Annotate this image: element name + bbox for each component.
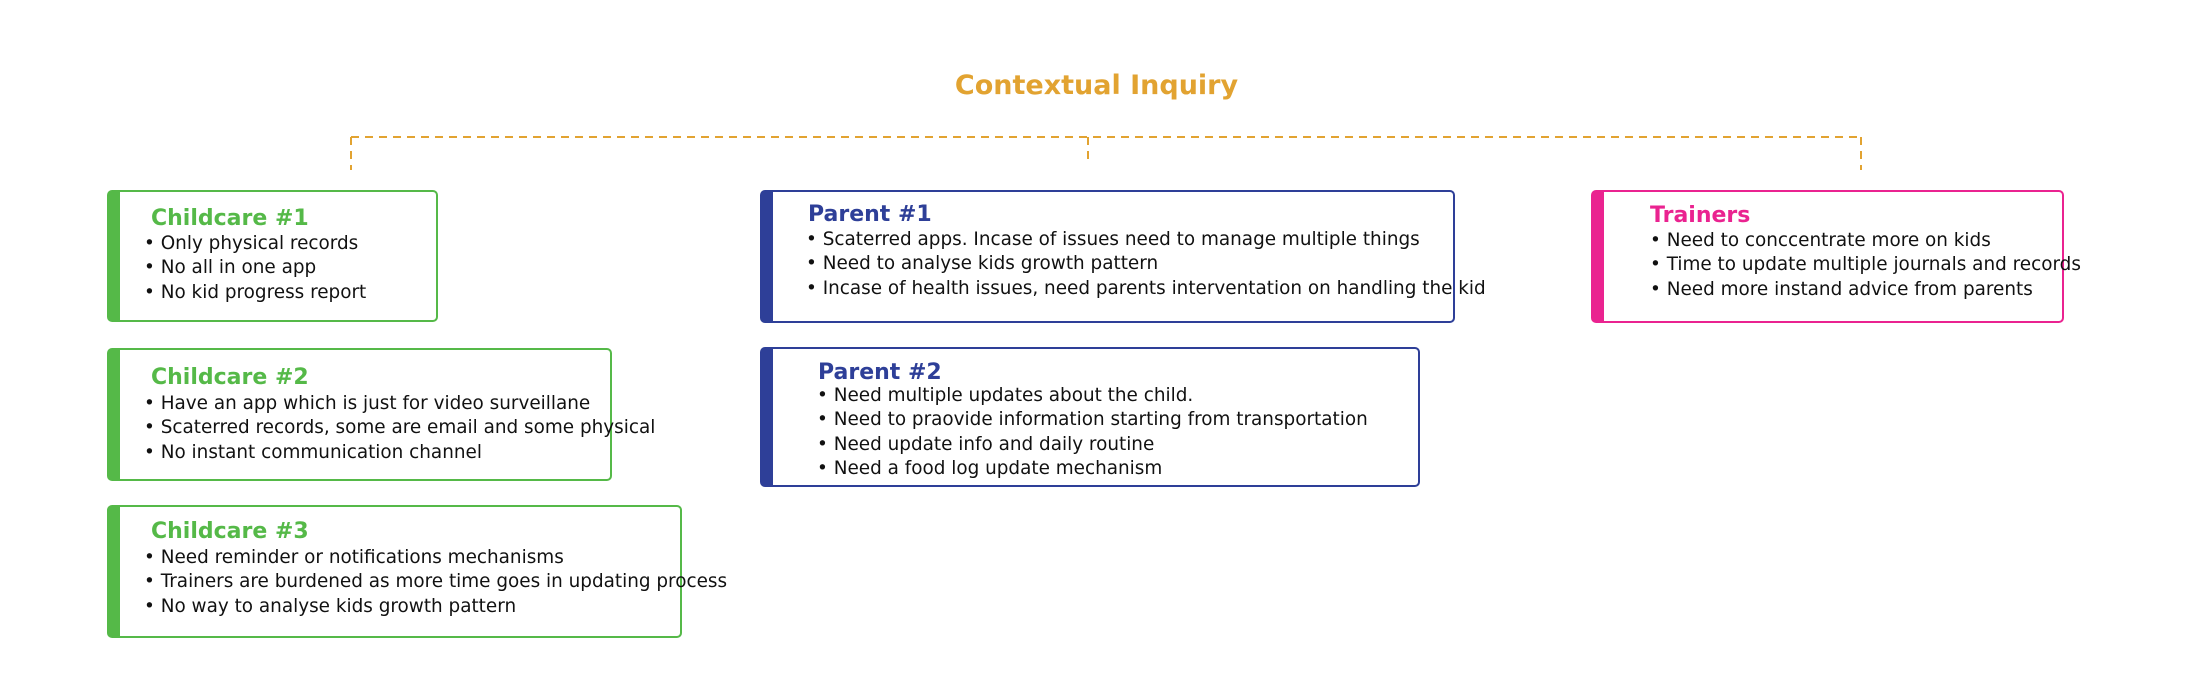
list-item: Need more instand advice from parents bbox=[1650, 278, 2081, 302]
list-item: Scaterred apps. Incase of issues need to… bbox=[806, 228, 1486, 252]
list-item: No kid progress report bbox=[144, 281, 367, 305]
card-points: Need multiple updates about the child. N… bbox=[817, 384, 1368, 482]
card-trainers: Trainers Need to conccentrate more on ki… bbox=[1591, 190, 2081, 323]
list-item: Need a food log update mechanism bbox=[817, 457, 1368, 481]
list-item: Trainers are burdened as more time goes … bbox=[144, 570, 727, 594]
card-points: Have an app which is just for video surv… bbox=[144, 392, 656, 465]
list-item: Need multiple updates about the child. bbox=[817, 384, 1368, 408]
card-title: Parent #1 bbox=[808, 202, 932, 227]
list-item: Incase of health issues, need parents in… bbox=[806, 277, 1486, 301]
card-points: Only physical records No all in one app … bbox=[144, 232, 367, 305]
list-item: Only physical records bbox=[144, 232, 366, 256]
list-item: Need to conccentrate more on kids bbox=[1650, 229, 2081, 253]
card-title: Childcare #3 bbox=[151, 519, 309, 544]
list-item: No way to analyse kids growth pattern bbox=[144, 595, 727, 619]
list-item: No all in one app bbox=[144, 256, 366, 280]
card-title: Trainers bbox=[1650, 203, 1751, 228]
list-item: Need reminder or notifications mechanism… bbox=[144, 546, 727, 570]
list-item: Time to update multiple journals and rec… bbox=[1650, 253, 2081, 277]
card-parent-2: Parent #2 Need multiple updates about th… bbox=[760, 347, 1420, 487]
card-points: Need reminder or notifications mechanism… bbox=[144, 546, 727, 619]
card-title: Childcare #2 bbox=[151, 365, 309, 390]
card-childcare-3: Childcare #3 Need reminder or notificati… bbox=[107, 505, 727, 638]
card-title: Parent #2 bbox=[818, 360, 942, 385]
list-item: No instant communication channel bbox=[144, 441, 655, 465]
card-title: Childcare #1 bbox=[151, 206, 309, 231]
list-item: Scaterred records, some are email and so… bbox=[144, 416, 656, 440]
list-item: Need to analyse kids growth pattern bbox=[806, 252, 1486, 276]
list-item: Have an app which is just for video surv… bbox=[144, 392, 655, 416]
card-points: Need to conccentrate more on kids Time t… bbox=[1650, 229, 2081, 302]
diagram-title: Contextual Inquiry bbox=[954, 70, 1239, 101]
card-points: Scaterred apps. Incase of issues need to… bbox=[806, 228, 1486, 301]
card-childcare-1: Childcare #1 Only physical records No al… bbox=[107, 190, 438, 322]
card-parent-1: Parent #1 Scaterred apps. Incase of issu… bbox=[760, 190, 1486, 323]
list-item: Need update info and daily routine bbox=[817, 433, 1368, 457]
list-item: Need to praovide information starting fr… bbox=[817, 408, 1368, 432]
card-childcare-2: Childcare #2 Have an app which is just f… bbox=[107, 348, 655, 481]
